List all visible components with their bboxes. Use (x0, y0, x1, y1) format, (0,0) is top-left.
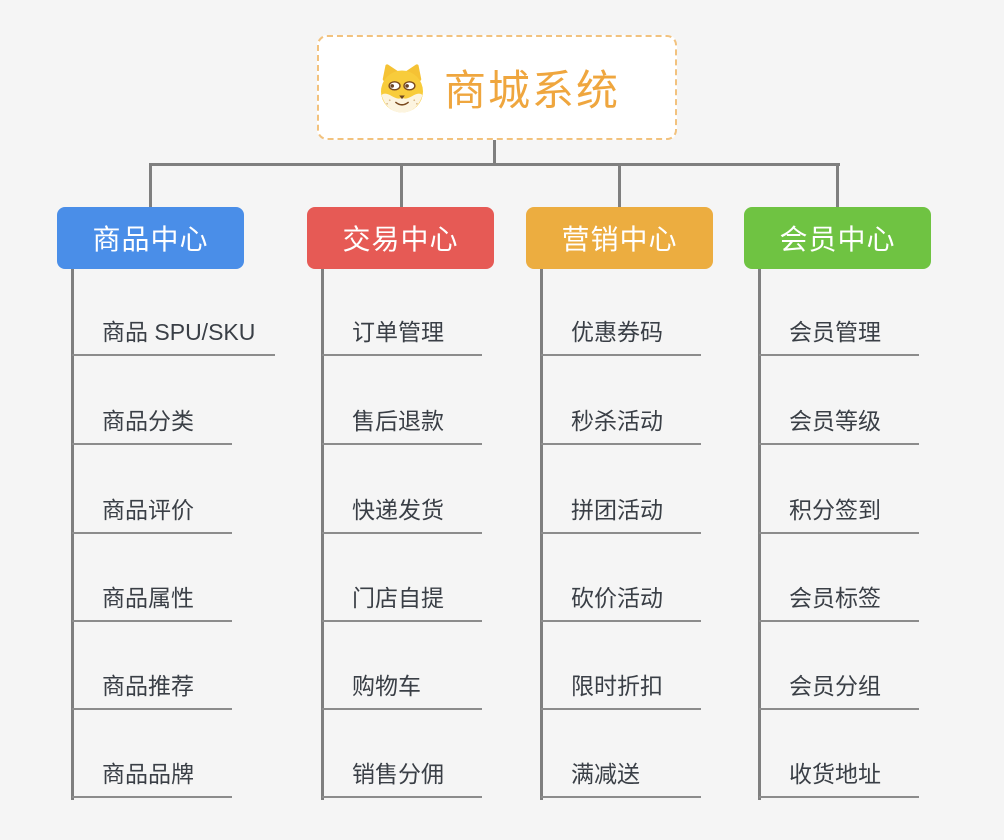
leaf-node[interactable]: 商品分类 (72, 401, 232, 445)
connector-column-spine (321, 269, 324, 800)
leaf-node[interactable]: 购物车 (322, 666, 482, 710)
branch-column-marketing: 营销中心 优惠券码 秒杀活动 拼团活动 砍价活动 限时折扣 满减送 (526, 207, 776, 827)
branch-column-member: 会员中心 会员管理 会员等级 积分签到 会员标签 会员分组 收货地址 (744, 207, 994, 827)
branch-column-product: 商品中心 商品 SPU/SKU 商品分类 商品评价 商品属性 商品推荐 商品品牌 (57, 207, 307, 827)
leaf-node[interactable]: 会员管理 (759, 312, 919, 356)
leaf-node[interactable]: 会员分组 (759, 666, 919, 710)
leaf-node[interactable]: 订单管理 (322, 312, 482, 356)
dog-face-icon (380, 63, 423, 112)
leaf-node[interactable]: 会员标签 (759, 578, 919, 622)
leaf-node[interactable]: 砍价活动 (541, 578, 701, 622)
leaf-node[interactable]: 积分签到 (759, 490, 919, 534)
leaf-node[interactable]: 满减送 (541, 754, 701, 798)
branch-node-marketing-center[interactable]: 营销中心 (526, 207, 713, 269)
leaf-node[interactable]: 商品属性 (72, 578, 232, 622)
root-topic-title: 商城系统 (443, 67, 620, 114)
leaf-node[interactable]: 门店自提 (322, 578, 482, 622)
leaf-node[interactable]: 秒杀活动 (541, 401, 701, 445)
leaf-node[interactable]: 会员等级 (759, 401, 919, 445)
leaf-node[interactable]: 售后退款 (322, 401, 482, 445)
connector-root-stem (493, 140, 496, 166)
connector-drop-product (149, 163, 152, 208)
leaf-node[interactable]: 商品评价 (72, 490, 232, 534)
leaf-node[interactable]: 优惠券码 (541, 312, 701, 356)
connector-column-spine (540, 269, 543, 800)
leaf-node[interactable]: 商品品牌 (72, 754, 232, 798)
connector-column-spine (758, 269, 761, 800)
leaf-node[interactable]: 快递发货 (322, 490, 482, 534)
leaf-node[interactable]: 限时折扣 (541, 666, 701, 710)
connector-horizontal-bus (149, 163, 840, 166)
leaf-node[interactable]: 拼团活动 (541, 490, 701, 534)
leaf-node[interactable]: 商品 SPU/SKU (72, 312, 276, 356)
connector-column-spine (71, 269, 74, 800)
connector-drop-member (836, 163, 839, 208)
leaf-node[interactable]: 商品推荐 (72, 666, 232, 710)
branch-node-member-center[interactable]: 会员中心 (744, 207, 931, 269)
leaf-node[interactable]: 销售分佣 (322, 754, 482, 798)
connector-drop-marketing (618, 163, 621, 208)
branch-node-product-center[interactable]: 商品中心 (57, 207, 244, 269)
leaf-node[interactable]: 收货地址 (759, 754, 919, 798)
connector-drop-trade (400, 163, 403, 208)
root-topic-mall-system[interactable]: 商城系统 (317, 35, 677, 140)
branch-node-trade-center[interactable]: 交易中心 (307, 207, 494, 269)
branch-column-trade: 交易中心 订单管理 售后退款 快递发货 门店自提 购物车 销售分佣 (307, 207, 557, 827)
